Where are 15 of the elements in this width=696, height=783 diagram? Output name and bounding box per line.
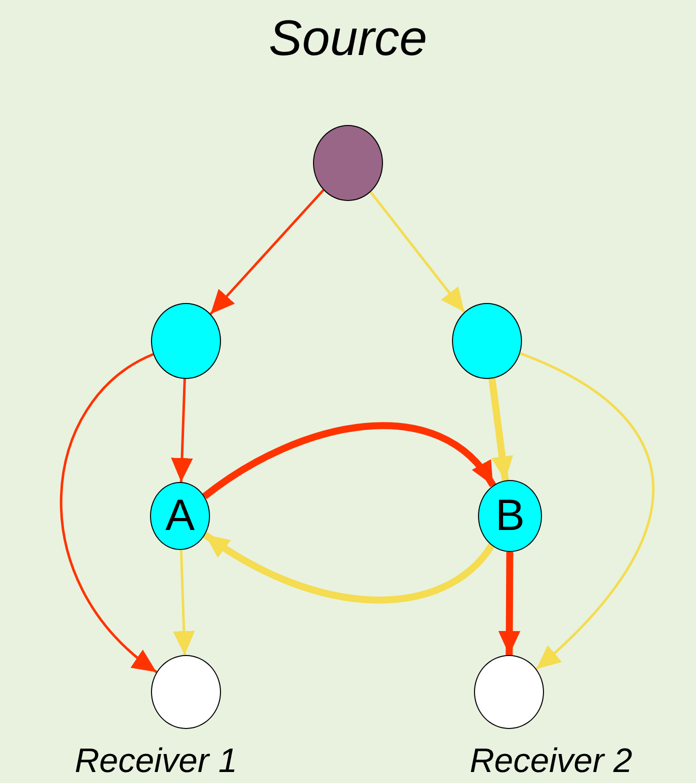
node-label: Source (268, 10, 428, 68)
arrow (60, 353, 158, 674)
arrow (172, 550, 195, 656)
arrow (171, 378, 193, 482)
node-circle: B (478, 480, 542, 552)
arrow (210, 189, 324, 315)
arrow (488, 378, 514, 481)
arrow (520, 352, 654, 670)
arrow (370, 191, 466, 313)
arrow (498, 552, 520, 656)
node-circle: A (150, 482, 210, 550)
node-label: Receiver 2 (470, 742, 632, 782)
node-label: Receiver 1 (74, 742, 238, 782)
arrow (202, 422, 496, 500)
arrow (203, 532, 494, 604)
